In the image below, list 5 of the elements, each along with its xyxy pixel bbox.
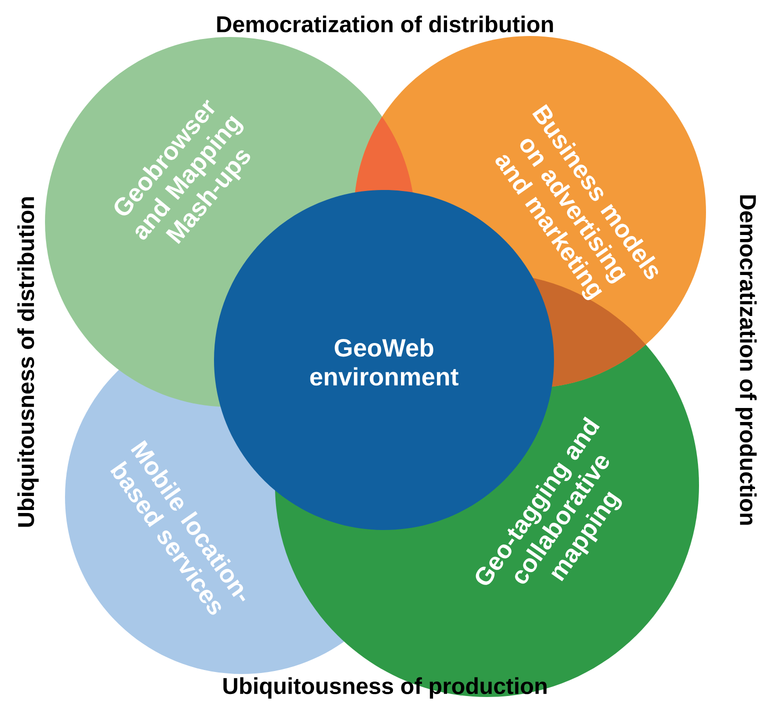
circle-label: GeoWeb environment (310, 338, 458, 386)
axis-label: Democratization of distribution (217, 16, 553, 32)
axis-label: Ubiquitousness of distribution (17, 197, 39, 527)
axis-label: Ubiquitousness of production (223, 677, 547, 699)
axis-label: Democratization of production (735, 195, 757, 525)
